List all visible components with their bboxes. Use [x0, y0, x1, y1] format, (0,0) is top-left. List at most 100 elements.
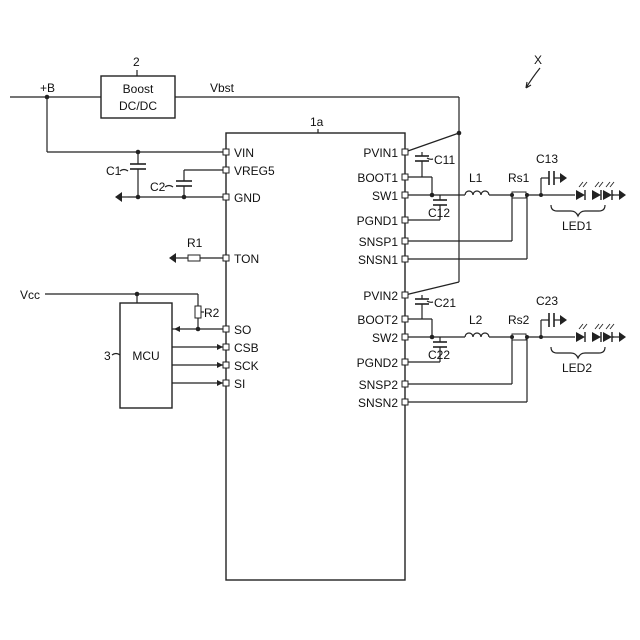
- pin-label-gnd: GND: [234, 191, 261, 205]
- so-arrow: [174, 326, 180, 332]
- r1-resistor: [188, 255, 200, 261]
- pin-boot1: [402, 174, 408, 180]
- c21-label: C21: [434, 296, 456, 310]
- l1-inductor: [465, 191, 489, 195]
- mcu-ref: 3: [104, 349, 111, 363]
- figure-label: X: [534, 53, 542, 67]
- pin-label-snsn1: SNSN1: [358, 253, 398, 267]
- boost-label-line1: Boost: [123, 82, 154, 96]
- pin-label-sck: SCK: [234, 359, 259, 373]
- pin-sw2: [402, 334, 408, 340]
- led2-diode-3: [603, 324, 614, 342]
- r2-label: R2: [204, 306, 220, 320]
- pin-vreg5: [223, 167, 229, 173]
- c2-leader: [165, 186, 173, 188]
- pin-boot2: [402, 316, 408, 322]
- led1-label: LED1: [562, 219, 592, 233]
- led2-diode-2: [592, 324, 603, 342]
- pin-si: [223, 380, 229, 386]
- sck-arrow: [217, 362, 223, 368]
- pin-label-pgnd2: PGND2: [357, 356, 399, 370]
- si-arrow: [217, 380, 223, 386]
- pin-label-sw1: SW1: [372, 189, 398, 203]
- c1-leader: [120, 170, 128, 172]
- pin-label-snsn2: SNSN2: [358, 396, 398, 410]
- pin-label-pvin1: PVIN1: [363, 146, 398, 160]
- mcu-ref-leader: [112, 354, 120, 356]
- led2-diode-1: [576, 324, 587, 342]
- pin-label-pgnd1: PGND1: [357, 214, 399, 228]
- r1-label: R1: [187, 236, 203, 250]
- r2-resistor: [195, 306, 201, 318]
- pin-pgnd2: [402, 359, 408, 365]
- c1-label: C1: [106, 164, 122, 178]
- pvin1-wire: [405, 133, 459, 152]
- led2-label: LED2: [562, 361, 592, 375]
- rs2-resistor: [512, 334, 526, 340]
- pin-label-ton: TON: [234, 252, 259, 266]
- pin-label-sw2: SW2: [372, 331, 398, 345]
- c13-label: C13: [536, 152, 558, 166]
- c11-label: C11: [434, 153, 455, 167]
- rs1-label: Rs1: [508, 171, 530, 185]
- boost-label-line2: DC/DC: [119, 99, 157, 113]
- pin-label-csb: CSB: [234, 341, 259, 355]
- gnd-symbol-left: [115, 192, 128, 202]
- rs2-label: Rs2: [508, 313, 530, 327]
- pin-snsp2: [402, 381, 408, 387]
- r1-gnd-symbol: [169, 253, 182, 263]
- ic-ref: 1a: [310, 115, 324, 129]
- mcu-label: MCU: [132, 349, 159, 363]
- led1-diode-1: [576, 182, 587, 200]
- rs1-resistor: [512, 192, 526, 198]
- csb-arrow: [217, 344, 223, 350]
- c23-label: C23: [536, 294, 558, 308]
- pin-snsn2: [402, 399, 408, 405]
- pin-label-boot1: BOOT1: [357, 171, 398, 185]
- led2-brace: [551, 347, 605, 358]
- c22-label: C22: [428, 348, 450, 362]
- led1-diode-2: [592, 182, 603, 200]
- gnd-junction-c2: [182, 195, 187, 200]
- pin-vin: [223, 149, 229, 155]
- gnd-junction-c1: [136, 195, 141, 200]
- pin-csb: [223, 344, 229, 350]
- pin-label-snsp2: SNSP2: [359, 378, 399, 392]
- pin-ton: [223, 255, 229, 261]
- pin-pvin2: [402, 292, 408, 298]
- pin-sw1: [402, 192, 408, 198]
- c13-gnd-symbol: [554, 173, 567, 183]
- c2-label: C2: [150, 180, 166, 194]
- led1-brace: [551, 205, 605, 216]
- c11-leader: [427, 158, 433, 159]
- led1-gnd-symbol: [613, 190, 626, 200]
- pin-label-vin: VIN: [234, 146, 254, 160]
- pin-label-pvin2: PVIN2: [363, 289, 398, 303]
- pin-sck: [223, 362, 229, 368]
- l2-inductor: [465, 333, 489, 337]
- pin-pgnd1: [402, 217, 408, 223]
- pin-so: [223, 326, 229, 332]
- led1-diode-3: [603, 182, 614, 200]
- pin-snsn1: [402, 256, 408, 262]
- pin-label-si: SI: [234, 377, 245, 391]
- boost-ref: 2: [133, 55, 140, 69]
- led2-gnd-symbol: [613, 332, 626, 342]
- l1-label: L1: [469, 171, 483, 185]
- c21-leader: [427, 301, 433, 302]
- l2-label: L2: [469, 313, 483, 327]
- pin-label-vreg5: VREG5: [234, 164, 275, 178]
- plus-b-label: +B: [40, 81, 55, 95]
- figure-label-arrow: [526, 68, 540, 88]
- vbst-label: Vbst: [210, 81, 235, 95]
- c12-label: C12: [428, 206, 450, 220]
- pin-snsp1: [402, 238, 408, 244]
- pin-gnd: [223, 194, 229, 200]
- pin-pvin1: [402, 149, 408, 155]
- c23-gnd-symbol: [554, 315, 567, 325]
- pvin2-wire: [405, 282, 459, 295]
- pin-label-snsp1: SNSP1: [359, 235, 399, 249]
- pin-label-so: SO: [234, 323, 251, 337]
- vcc-label: Vcc: [20, 288, 40, 302]
